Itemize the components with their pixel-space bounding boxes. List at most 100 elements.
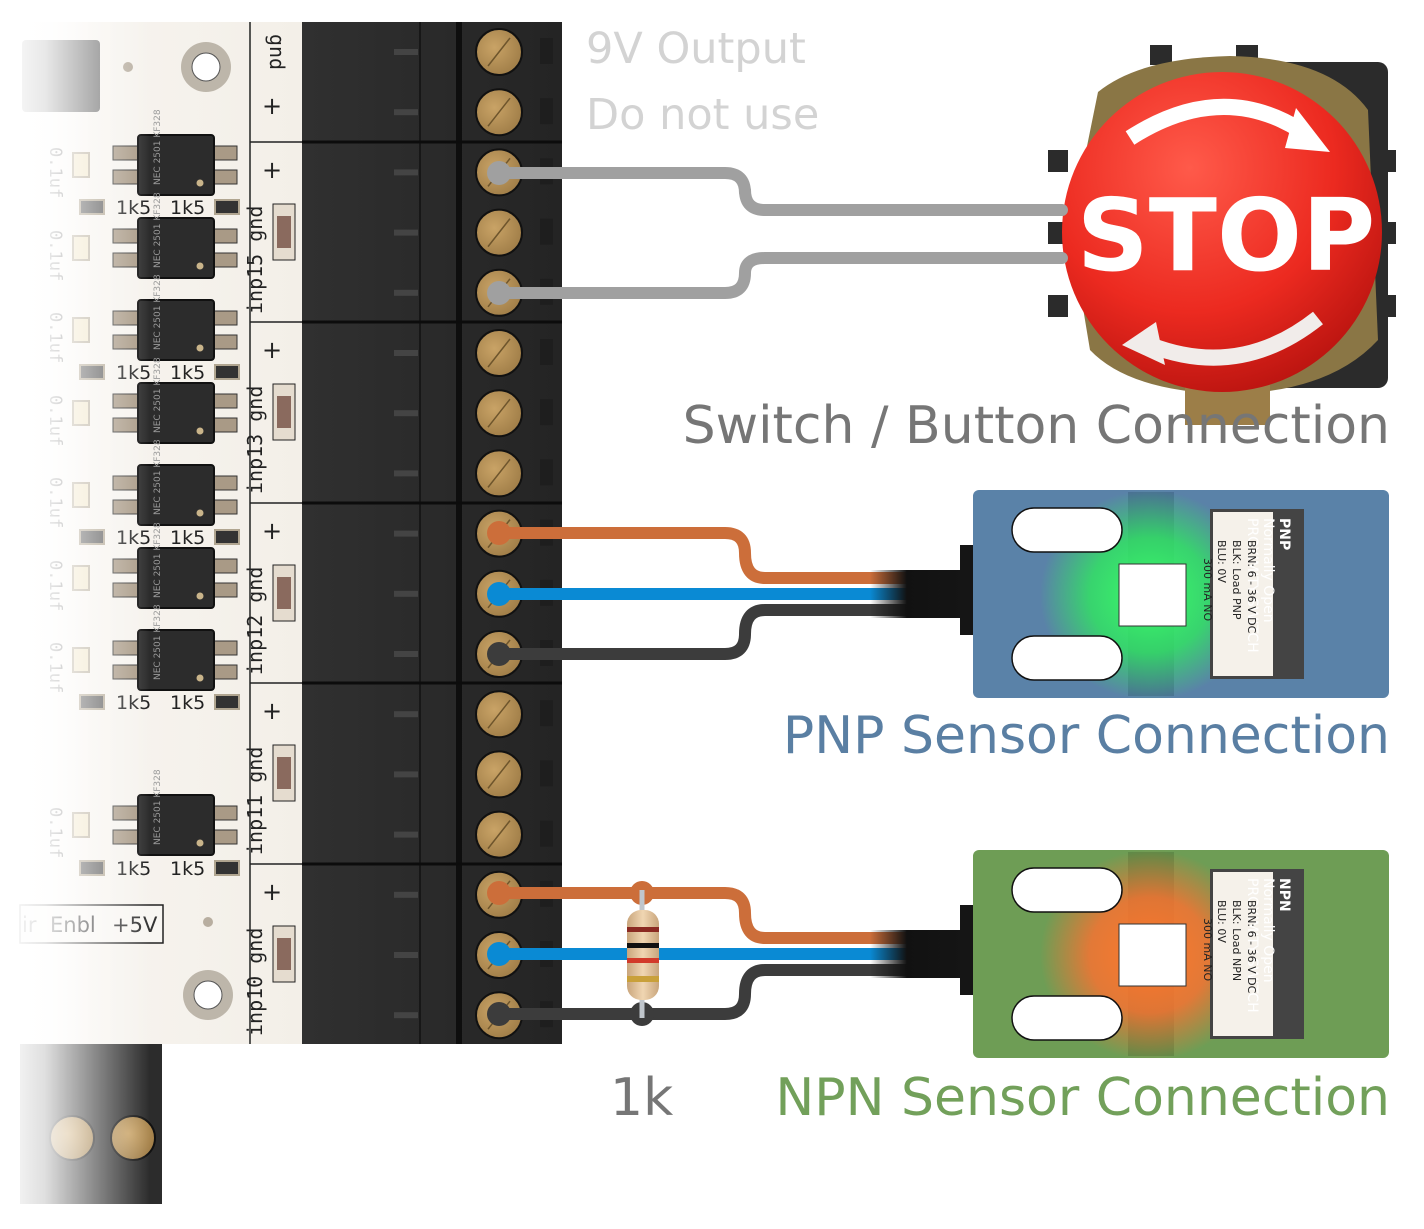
terminal-pin (394, 49, 418, 55)
screw-slot (487, 37, 511, 67)
stop-label: STOP (1077, 177, 1376, 294)
terminal-pin (394, 952, 418, 958)
input-plus-label: + (262, 878, 282, 906)
screw-slot (487, 97, 511, 127)
opto-pin (211, 228, 238, 244)
terminal-pin (394, 590, 418, 597)
input-group-label-inp10: inp10 gnd (243, 928, 267, 1036)
opto-pin (211, 829, 238, 845)
npn-label-paper (1213, 872, 1273, 1036)
npn_sensor-label-line: PROXIMITY SWITCH (1244, 878, 1260, 1013)
terminal-pin (394, 771, 418, 778)
opto-marking: NEC 2501 KF328 (153, 439, 163, 515)
input-group-label-inp15: inp15 gnd (243, 206, 267, 314)
stop-button-dome[interactable] (1062, 72, 1382, 392)
resistor-label: 1k5 (170, 692, 205, 714)
terminal-pin (394, 891, 418, 898)
input-group-label-inp13: inp13 gnd (243, 386, 267, 494)
wire-terminal-dot (487, 281, 511, 305)
npn-indicator-window (1118, 923, 1187, 987)
opto-pin (211, 393, 238, 409)
opto-pin1-dot (196, 674, 204, 682)
do-not-use-label: Do not use (586, 90, 820, 140)
npn_sensor-spec-line: BLK: Load NPN (1230, 900, 1243, 981)
pnp-cable-gland (960, 545, 976, 635)
input-plus-label: + (262, 156, 282, 184)
switch-connection-title: Switch / Button Connection (682, 396, 1390, 456)
terminal-block-dividers (302, 140, 562, 866)
left-fade-overlay (0, 0, 150, 1225)
terminal-pin (394, 289, 418, 296)
screw-slot (487, 398, 511, 428)
stop-button-device: STOP (1048, 45, 1396, 425)
smd-resistor-1k5 (214, 694, 240, 710)
opto-pin1-dot (196, 427, 204, 435)
rotate-arrow-bottom (1147, 311, 1323, 366)
pnp-wire-brown (493, 527, 966, 584)
resistor-band-black (627, 943, 659, 948)
switch-tab (1048, 295, 1068, 317)
npn-cable-gland (960, 905, 976, 995)
opto-pin1-dot (196, 592, 204, 600)
terminal-wire-entry (540, 820, 553, 847)
terminal-pin (394, 470, 418, 477)
npn-connection-title: NPN Sensor Connection (775, 1068, 1390, 1128)
smd-resistor-1k5 (214, 860, 240, 876)
terminal-pin (394, 109, 418, 116)
npn-mount-slot-bottom (1011, 995, 1123, 1041)
switch-wire-1 (493, 167, 1068, 216)
silkscreen-group-dividers (250, 141, 302, 865)
smd-resistor (277, 396, 291, 428)
wire-terminal-dot (487, 582, 511, 606)
opto-marking: NEC 2501 KF328 (153, 769, 163, 845)
rotate-arrow-top (1125, 98, 1305, 145)
smd-resistor-1k5 (214, 364, 240, 380)
pnp_sensor-label-line: PNP (1276, 518, 1292, 550)
wire-terminal-dot (487, 1002, 511, 1026)
switch-tab (1386, 222, 1396, 244)
pnp-cable-jacket (870, 570, 962, 618)
resistor-value-label: 1k (610, 1068, 674, 1128)
mount-hole-bottom-inner (193, 980, 223, 1010)
terminal-wire-entry (540, 760, 553, 787)
resistor-label: 1k5 (170, 527, 205, 549)
npn_sensor-spec-line: BLU: 0V (1215, 900, 1228, 943)
screw-slot (487, 820, 511, 850)
terminal-pin (394, 169, 418, 176)
terminal-pin (394, 1012, 418, 1019)
pnp-indicator-window (1118, 563, 1187, 627)
screw-slot (487, 338, 511, 368)
resistor-body (627, 910, 659, 1000)
input-smd-resistors (272, 203, 296, 983)
opto-pin (211, 334, 238, 350)
switch-tab (1386, 295, 1396, 317)
smd-resistor (277, 938, 291, 970)
screw-slot (487, 699, 511, 729)
opto-pin (211, 252, 238, 268)
opto-pin (211, 475, 238, 491)
switch-tab (1048, 150, 1068, 172)
pulldown-resistor (627, 890, 659, 1018)
resistor-label: 1k5 (170, 197, 205, 219)
opto-marking: NEC 2501 KF328 (153, 357, 163, 433)
terminal-wire-entry (540, 98, 553, 125)
opto-pin1-dot (196, 839, 204, 847)
terminal-wire-entry (540, 459, 553, 486)
opto-pin (211, 664, 238, 680)
wire-terminal-dot (487, 881, 511, 905)
smd-resistor-1k5 (214, 199, 240, 215)
terminal-pin (394, 711, 418, 718)
terminal-pin (394, 651, 418, 657)
opto-marking: NEC 2501 KF328 (153, 274, 163, 350)
screw-slot (487, 759, 511, 789)
opto-marking: NEC 2501 KF328 (153, 109, 163, 185)
switch-wire-2 (493, 252, 1068, 299)
opto-pin (211, 805, 238, 821)
opto-pin (211, 417, 238, 433)
npn_sensor-label-line: NPN (1276, 878, 1292, 912)
